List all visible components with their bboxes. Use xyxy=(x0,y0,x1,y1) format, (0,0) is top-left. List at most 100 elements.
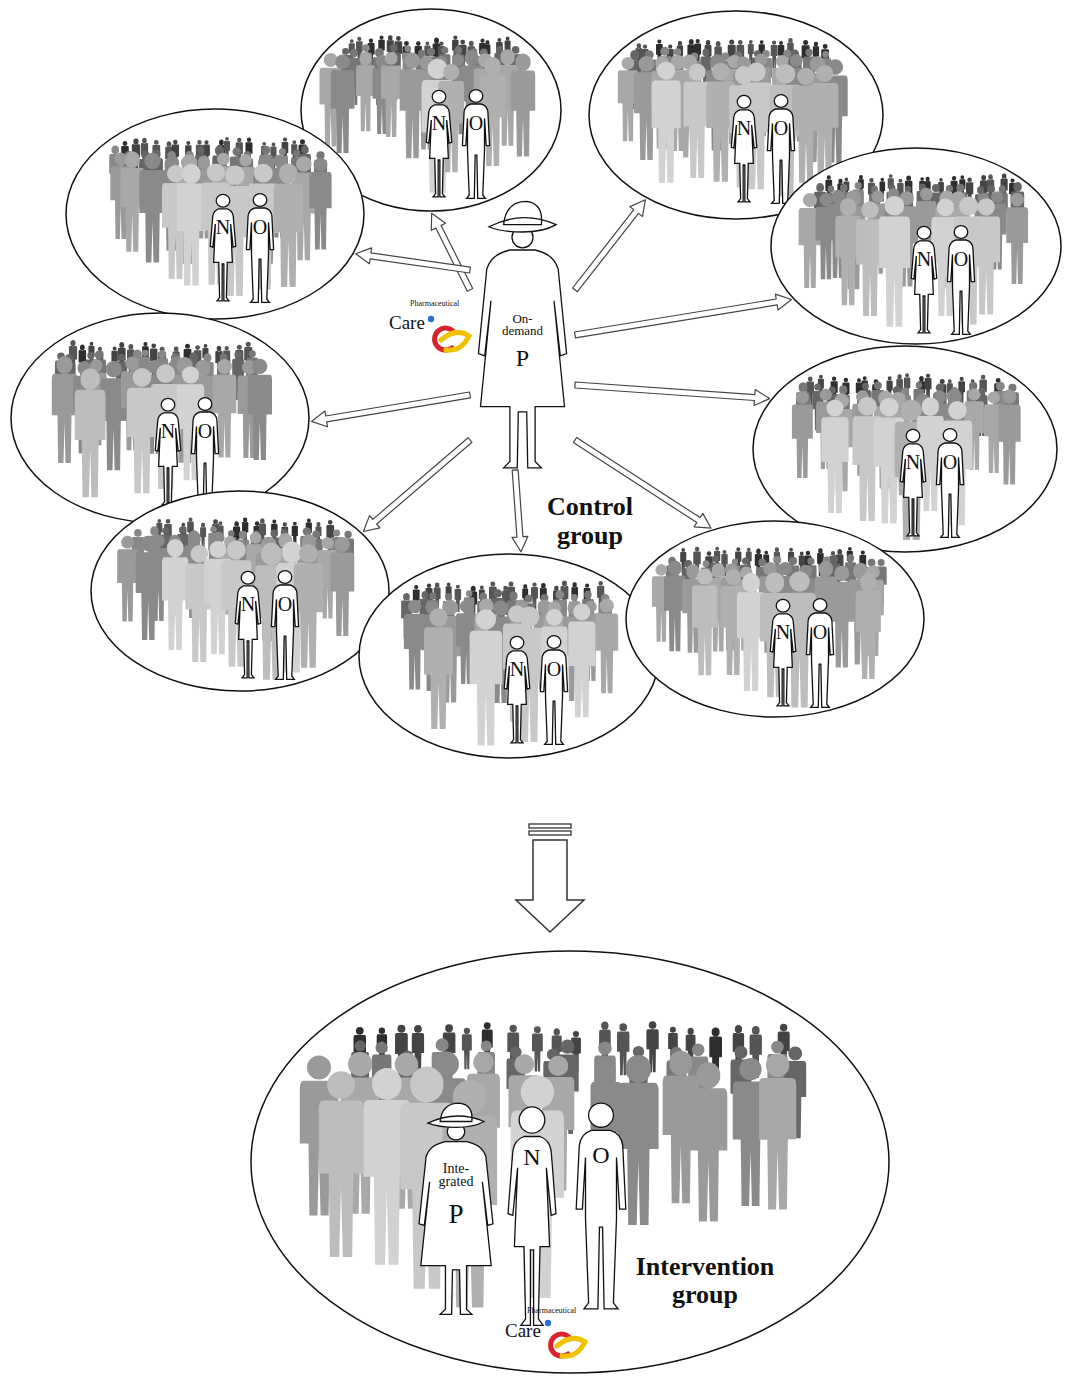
crowd xyxy=(117,517,354,679)
hollow-arrow xyxy=(512,470,528,552)
group-ellipse: NO xyxy=(625,520,925,718)
person-figure: N xyxy=(206,192,240,304)
person-head xyxy=(954,226,968,239)
hollow-arrow xyxy=(363,438,472,532)
group-ellipse: NO xyxy=(358,553,660,759)
crowd-figure xyxy=(759,1053,796,1209)
care-logo xyxy=(428,316,469,350)
person-figure: O xyxy=(944,224,978,336)
crowd-figure xyxy=(162,539,188,650)
group-title: Intervention group xyxy=(615,1253,795,1309)
hollow-arrow xyxy=(575,382,770,406)
ellipse-shape xyxy=(359,554,659,758)
figure-letter: N xyxy=(502,658,532,680)
person-outline xyxy=(268,569,302,681)
person-outline xyxy=(537,634,571,746)
figure-letter: N xyxy=(512,1144,552,1170)
person-head xyxy=(917,226,931,239)
person-figure: N xyxy=(151,396,185,508)
person-outline xyxy=(188,396,222,508)
figure-letter: O xyxy=(805,621,835,643)
crowd xyxy=(401,580,618,745)
crowd-figure xyxy=(692,569,718,676)
logo-dot xyxy=(428,316,434,322)
crowd-figure xyxy=(689,1062,727,1221)
person-outline xyxy=(151,396,185,508)
figure-letter: N xyxy=(768,621,798,643)
person-head xyxy=(589,1103,614,1127)
person-hat xyxy=(489,201,556,232)
person-head xyxy=(737,95,751,108)
person-outline xyxy=(500,1102,564,1332)
hollow-arrow xyxy=(575,294,792,338)
person-outline xyxy=(933,427,967,539)
person-head xyxy=(813,599,827,612)
person-outline xyxy=(803,597,837,709)
hollow-arrow xyxy=(311,392,470,427)
figure-letter: O xyxy=(946,248,976,270)
crowd-figure xyxy=(856,573,881,679)
person-head xyxy=(216,194,230,207)
person-figure: N xyxy=(727,93,761,205)
person-outline xyxy=(766,597,800,709)
crowd-figure xyxy=(879,196,910,327)
person-figure: O xyxy=(188,396,222,508)
person-outline xyxy=(231,569,265,681)
person-figure: N xyxy=(500,634,534,746)
crowd-figure xyxy=(319,1071,364,1257)
hollow-arrow xyxy=(356,248,471,273)
figure-letter: O xyxy=(461,112,491,134)
crowd-figure xyxy=(972,198,1000,314)
figure-letter: N xyxy=(729,117,759,139)
crowd-figure xyxy=(792,391,813,478)
person-figure: O xyxy=(933,427,967,539)
person-figure: O xyxy=(764,93,798,205)
person-head xyxy=(432,90,446,103)
crowd-figure xyxy=(1006,193,1028,284)
figure-letter: N xyxy=(233,593,263,615)
label-slot: Care xyxy=(389,312,425,333)
group-ellipse: NO xyxy=(65,108,365,320)
person-outline xyxy=(907,224,941,336)
hollow-arrow xyxy=(431,213,472,291)
figure-letter: O xyxy=(581,1142,621,1168)
crowd-figure xyxy=(652,61,681,182)
crowd-figure xyxy=(381,52,401,137)
person-outline xyxy=(896,427,930,539)
figure-letter: N xyxy=(898,451,928,473)
arrow-body xyxy=(516,840,584,932)
crowd xyxy=(618,38,848,196)
crowd-figure xyxy=(310,158,332,250)
crowd-figure xyxy=(821,399,848,512)
person-figure: O xyxy=(243,192,277,304)
crowd-figure xyxy=(331,55,355,154)
ellipse-shape xyxy=(251,951,889,1373)
crowd-figure xyxy=(511,54,536,157)
figure-letter: O xyxy=(935,451,965,473)
ellipse-shape xyxy=(771,148,1061,344)
person-outline xyxy=(764,93,798,205)
figure-letter: N xyxy=(153,420,183,442)
ellipse-shape xyxy=(753,346,1057,552)
logo-text: Pharmaceutical xyxy=(410,299,459,308)
figure-letter: O xyxy=(245,216,275,238)
person-figure: N xyxy=(231,569,265,681)
person-figure: On-demandP xyxy=(470,195,575,470)
person-outline xyxy=(422,88,456,200)
logo-swirl-yellow xyxy=(441,332,469,350)
crowd xyxy=(320,35,536,193)
person-outline xyxy=(570,1100,632,1312)
figure-letter: P xyxy=(436,1200,476,1229)
crowd-figure xyxy=(998,390,1021,485)
person-head xyxy=(519,1107,545,1133)
person-figure: N xyxy=(896,427,930,539)
person-head xyxy=(241,571,255,584)
person-head xyxy=(776,599,790,612)
crowd-figure xyxy=(117,536,138,622)
figure-letter: O xyxy=(270,593,300,615)
person-outline xyxy=(459,88,493,200)
logo-text: Care xyxy=(389,312,425,333)
person-figure: Inte-gratedP xyxy=(412,1098,500,1316)
big-down-arrow xyxy=(516,824,584,932)
crowd-figure xyxy=(470,609,503,745)
